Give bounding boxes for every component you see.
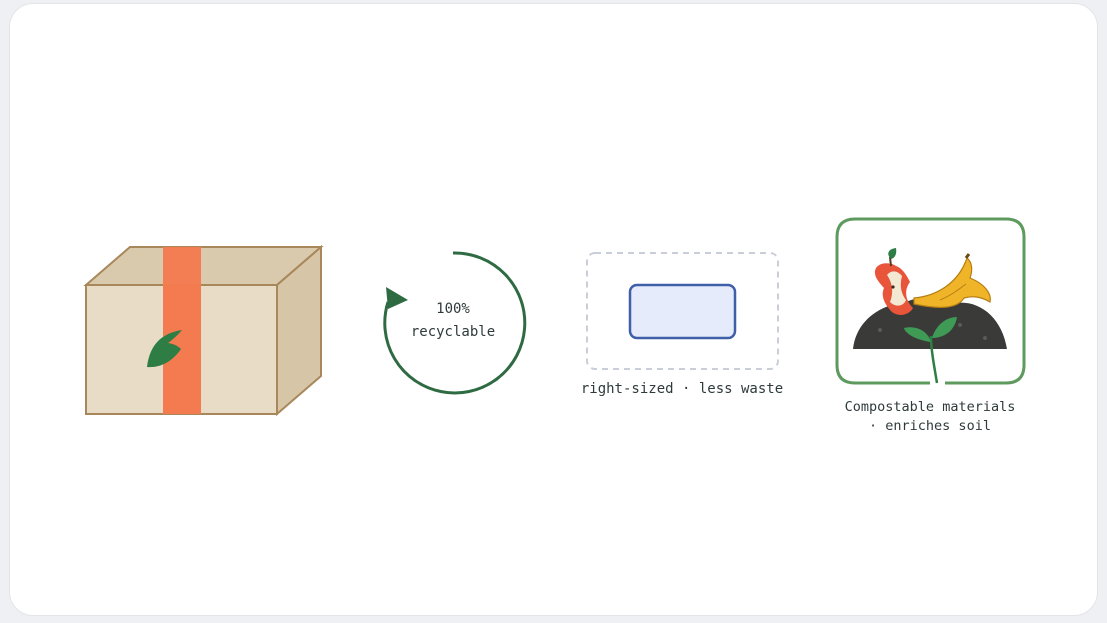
recycle-arrow-icon [383, 251, 527, 395]
package-outline-icon [586, 252, 779, 370]
recycle-percent: 100% [436, 301, 470, 317]
compost-caption-line1: Compostable materials [845, 399, 1016, 415]
packaging-caption: right-sized · less waste [581, 381, 783, 397]
compost-caption-line2: · enriches soil [869, 418, 991, 434]
leaf-icon [147, 330, 182, 368]
recycle-label: recyclable [411, 324, 495, 340]
apple-core-icon [874, 248, 913, 315]
compost-icon [835, 217, 1026, 385]
sprout-icon [904, 317, 957, 384]
banana-peel-icon [913, 253, 991, 308]
box-icon [83, 244, 324, 417]
